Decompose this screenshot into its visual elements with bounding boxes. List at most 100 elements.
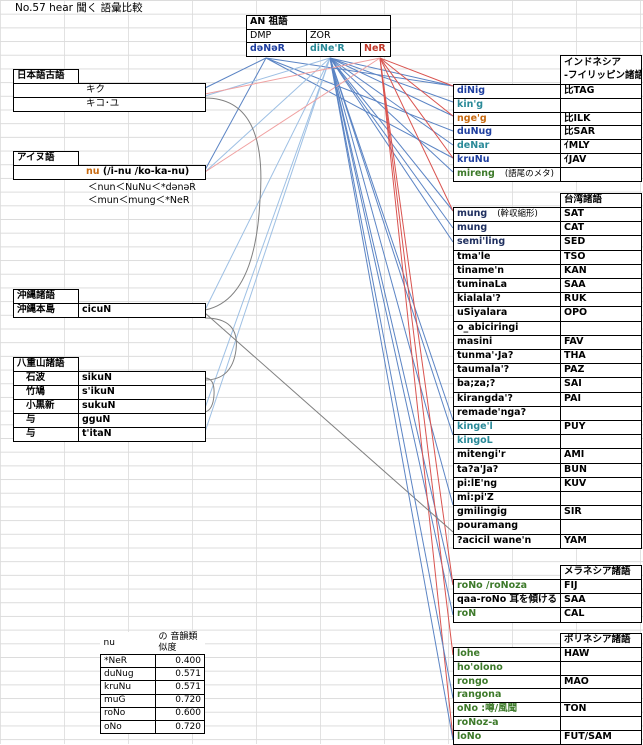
polynesia-word: rongo	[453, 674, 561, 690]
taiwan-word: mung (幹収縮形)	[453, 207, 561, 223]
link-line	[329, 57, 454, 616]
polynesia-word-text: ho'olono	[457, 661, 503, 673]
melanesia-word-text: roN	[457, 608, 477, 620]
taiwan-word: ?acicil wane'n	[453, 533, 561, 549]
ainu-label: アイヌ語	[13, 151, 79, 166]
polynesia-word: rangona	[453, 688, 561, 704]
taiwan-word: kinge'l	[453, 420, 561, 436]
polynesia-code: TON	[560, 702, 642, 717]
polynesia-code	[560, 716, 642, 731]
taiwan-code: KAN	[560, 263, 642, 279]
polynesia-word-text: rangona	[457, 689, 502, 701]
taiwan-word-text: pi:lE'ng	[457, 477, 498, 489]
link-line	[204, 312, 454, 533]
taiwan-word-text: kingoL	[457, 435, 493, 447]
taiwan-word: mitengi'r	[453, 448, 561, 464]
link-line	[379, 57, 454, 87]
polynesia-word-text: lohe	[457, 648, 480, 659]
polynesia-code: MAO	[560, 674, 642, 690]
taiwan-word-text: semi'ling	[457, 236, 506, 248]
an-dmp: DMP	[246, 29, 307, 43]
taiwan-code: YAM	[560, 533, 642, 549]
taiwan-word: masini	[453, 334, 561, 350]
taiwan-word: gmilingig	[453, 505, 561, 521]
link-line	[204, 57, 267, 171]
taiwan-word: ta?a'Ja?	[453, 462, 561, 478]
taiwan-code: CAT	[560, 221, 642, 237]
polynesia-word: roNoz-a	[453, 716, 561, 731]
melanesia-word-text: roNo /roNoza	[457, 580, 528, 591]
taiwan-word-text: mung	[457, 208, 488, 219]
indo-word: nge'g	[453, 111, 561, 127]
an-root-diner: diNe'R	[306, 42, 361, 57]
okinawa-label: 沖縄諸語	[13, 289, 79, 304]
taiwan-code: SED	[560, 235, 642, 251]
melanesia-word-text: qaa-roNo 耳を傾ける	[457, 594, 558, 606]
taiwan-word-text: uSiyalara	[457, 307, 508, 319]
taiwan-word-text: kinge'l	[457, 421, 493, 432]
similarity-key: *NeR	[100, 653, 156, 669]
indo-word-text: duNug	[457, 126, 493, 138]
similarity-value: 0.400	[155, 653, 205, 669]
taiwan-code: PAZ	[560, 363, 642, 379]
ainu-word: nu (/i-nu /ko-ka-nu)	[13, 165, 206, 180]
taiwan-word-text: ?acicil wane'n	[457, 534, 532, 546]
indo-word-text: diNig	[457, 85, 486, 96]
okinawa-word: cicuN	[78, 303, 206, 318]
similarity-key: duNug	[100, 667, 156, 682]
link-line	[379, 57, 454, 117]
melanesia-word: roN	[453, 607, 561, 623]
link-line	[204, 57, 381, 173]
taiwan-word-text: masini	[457, 335, 493, 347]
taiwan-code: SAI	[560, 377, 642, 393]
link-line	[329, 57, 454, 506]
taiwan-code: BUN	[560, 462, 642, 478]
polynesia-code: FUT/SAM	[560, 729, 642, 745]
taiwan-code: FAV	[560, 334, 642, 350]
ainu-word-rest: (/i-nu /ko-ka-nu)	[99, 166, 190, 177]
taiwan-word-text: gmilingig	[457, 506, 508, 518]
indo-code: ｲMLY	[560, 139, 642, 154]
taiwan-word: semi'ling	[453, 235, 561, 251]
indo-word: diNig	[453, 84, 561, 99]
similarity-key: oNo	[100, 719, 156, 735]
taiwan-word-text: tunma'·Ja?	[457, 350, 514, 361]
taiwan-word: uSiyalara	[453, 306, 561, 322]
ainu-word-highlight: nu	[86, 166, 100, 177]
melanesia-label: メラネシア諸語	[560, 565, 642, 580]
polynesia-word: lohe	[453, 647, 561, 662]
taiwan-word: remade'nga?	[453, 405, 561, 421]
similarity-value: 0.571	[155, 667, 205, 682]
link-line	[204, 57, 331, 433]
polynesia-word-text: loNo	[457, 730, 482, 742]
page-title: No.57 hear 聞く 語彙比較	[15, 2, 143, 14]
indo-word-text: kin'g	[457, 98, 484, 110]
link-line	[379, 57, 454, 739]
taiwan-code	[560, 434, 642, 450]
similarity-value: 0.571	[155, 680, 205, 695]
polynesia-label: ポリネシア諸語	[560, 633, 642, 648]
similarity-key: kruNu	[100, 680, 156, 695]
yaeyama-place: 与	[13, 413, 79, 428]
indo-code	[560, 166, 642, 182]
link-line	[379, 57, 454, 212]
polynesia-code: HAW	[560, 647, 642, 662]
taiwan-word-note: (幹収縮形)	[497, 209, 538, 219]
an-root-danar: dəNəR	[246, 42, 307, 57]
jp-old-word-1: キク	[13, 83, 206, 98]
taiwan-word: mung	[453, 221, 561, 237]
taiwan-word-text: pouramang	[457, 520, 519, 532]
yaeyama-word: gguN	[78, 413, 206, 428]
indo-code: 比ILK	[560, 111, 642, 127]
link-line	[329, 57, 454, 103]
link-line	[204, 57, 331, 311]
taiwan-word: tuminaLa	[453, 278, 561, 294]
taiwan-word-text: ba;za;?	[457, 378, 496, 390]
link-line	[329, 57, 454, 586]
taiwan-code: PAI	[560, 391, 642, 407]
polynesia-word-text: rongo	[457, 675, 489, 687]
taiwan-word: kialala'?	[453, 292, 561, 308]
